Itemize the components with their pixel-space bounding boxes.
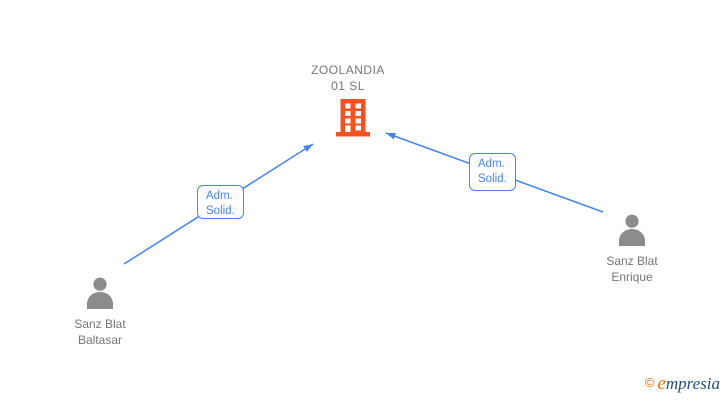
relation-label-line2: Solid.	[206, 205, 235, 217]
person-name-line1: Sanz Blat	[606, 254, 658, 268]
relation-label-line2: Solid.	[478, 173, 507, 185]
person-node-enrique[interactable]: Sanz Blat Enrique	[577, 214, 687, 285]
person-icon	[619, 214, 645, 246]
person-node-baltasar[interactable]: Sanz Blat Baltasar	[45, 277, 155, 348]
person-name-line2: Baltasar	[77, 333, 123, 347]
building-icon[interactable]	[336, 99, 370, 138]
relation-label-enrique[interactable]: Adm. Solid.	[469, 153, 516, 191]
copyright-icon: ©	[644, 375, 655, 390]
company-name-line2: 01 SL	[331, 79, 365, 93]
relation-label-baltasar[interactable]: Adm. Solid.	[197, 185, 244, 219]
relation-label-line1: Adm.	[478, 158, 505, 170]
logo-initial: e	[657, 373, 666, 394]
person-name-line2: Enrique	[611, 270, 653, 284]
relation-label-line1: Adm.	[206, 190, 233, 202]
person-icon	[87, 277, 113, 309]
person-name: Sanz Blat Baltasar	[45, 316, 155, 348]
logo-text: mpresia	[665, 374, 720, 393]
company-name: ZOOLANDIA 01 SL	[278, 62, 418, 94]
person-name-line1: Sanz Blat	[74, 317, 126, 331]
person-name: Sanz Blat Enrique	[577, 253, 687, 285]
company-name-line1: ZOOLANDIA	[311, 63, 385, 77]
empresia-logo: ©empresia	[645, 373, 720, 395]
